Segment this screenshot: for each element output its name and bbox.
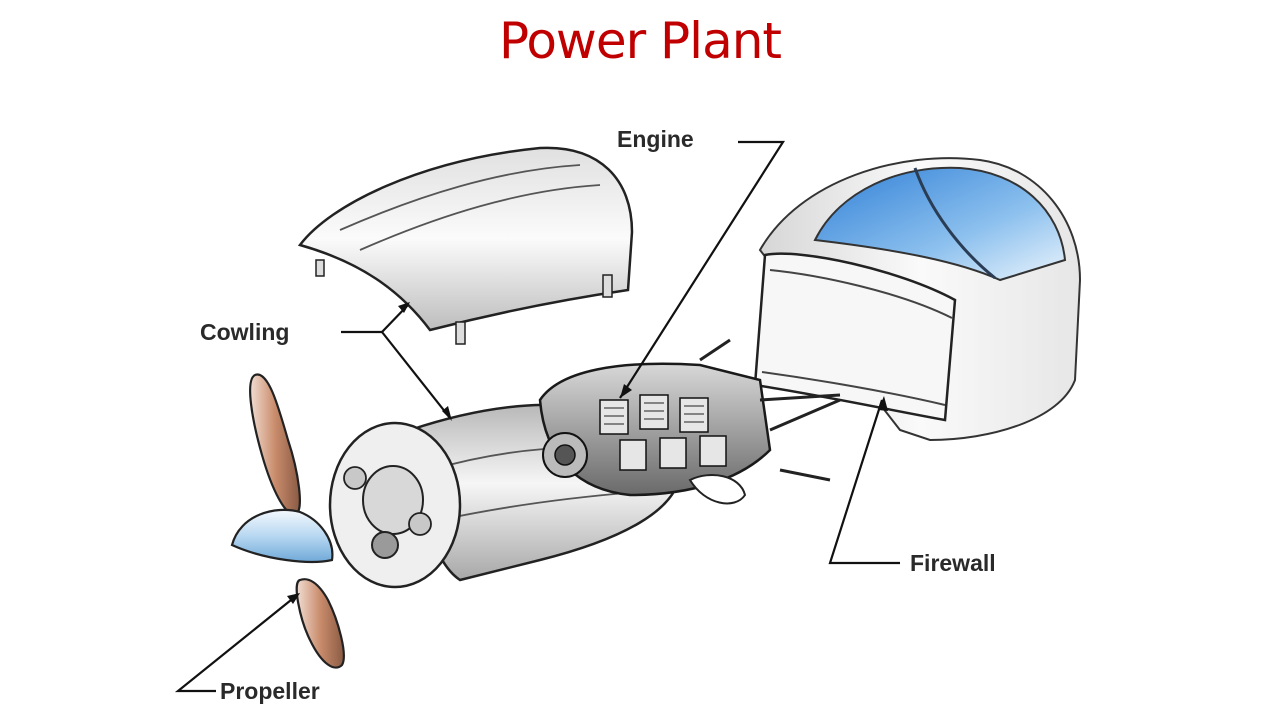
slide-title: Power Plant [498, 12, 782, 70]
label-engine: Engine [617, 126, 694, 152]
upper-cowling [297, 146, 634, 345]
fuselage-firewall [753, 157, 1082, 442]
label-firewall: Firewall [910, 550, 996, 576]
label-cowling: Cowling [200, 319, 289, 345]
leader-lines [174, 140, 900, 693]
engine-block [538, 338, 841, 505]
label-propeller: Propeller [220, 678, 320, 704]
propeller-assembly [230, 373, 345, 669]
